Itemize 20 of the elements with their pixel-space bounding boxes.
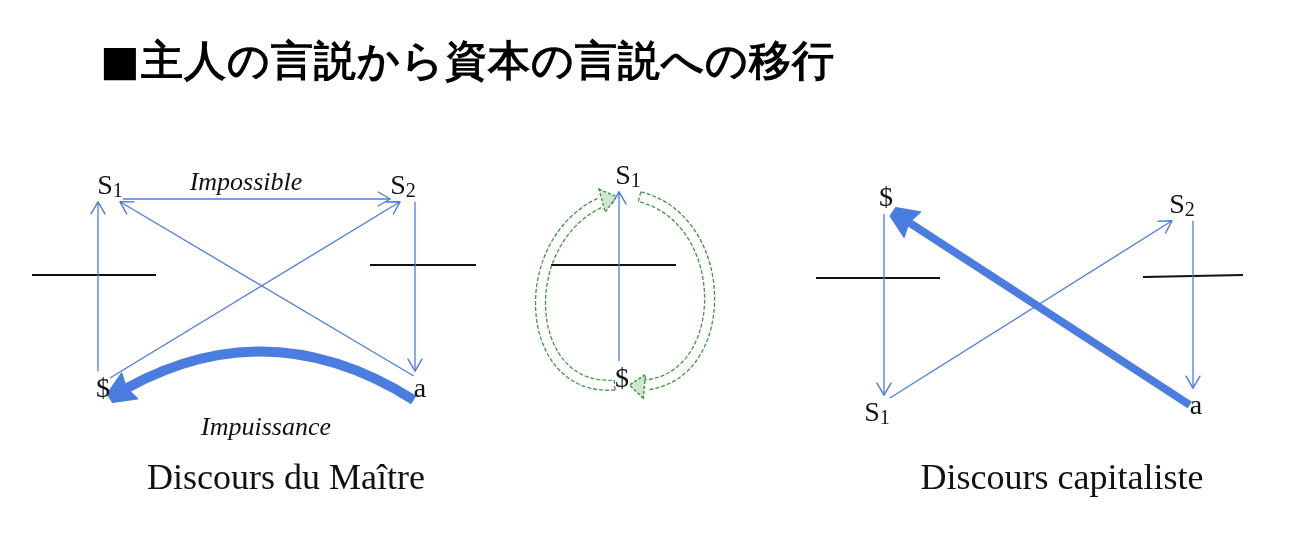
arrow xyxy=(1185,220,1201,389)
symbol-label: S$_{1}$ xyxy=(97,168,123,202)
arrow xyxy=(90,201,106,372)
arrow xyxy=(876,213,892,396)
symbol-label: a xyxy=(1189,388,1203,422)
arrow xyxy=(889,220,1173,399)
symbol-label: a xyxy=(413,371,427,405)
symbol-label: S$_{2}$ xyxy=(1169,187,1195,221)
diagram-caption: Discours du Maître xyxy=(147,456,425,500)
arrow xyxy=(122,191,391,207)
symbol-label: $ xyxy=(615,361,629,395)
diagram-caption: Discours capitaliste xyxy=(920,456,1204,500)
symbol-label: $ xyxy=(879,180,893,214)
symbol-label: S$_{2}$ xyxy=(390,168,416,202)
arrow xyxy=(407,201,423,372)
symbol-label: $ xyxy=(96,371,110,405)
title: ■主人の言説から資本の言説への移行 xyxy=(100,36,835,87)
symbol-label: S$_{1}$ xyxy=(864,395,890,429)
symbol-label: S$_{1}$ xyxy=(615,158,641,192)
arrow xyxy=(611,191,627,362)
